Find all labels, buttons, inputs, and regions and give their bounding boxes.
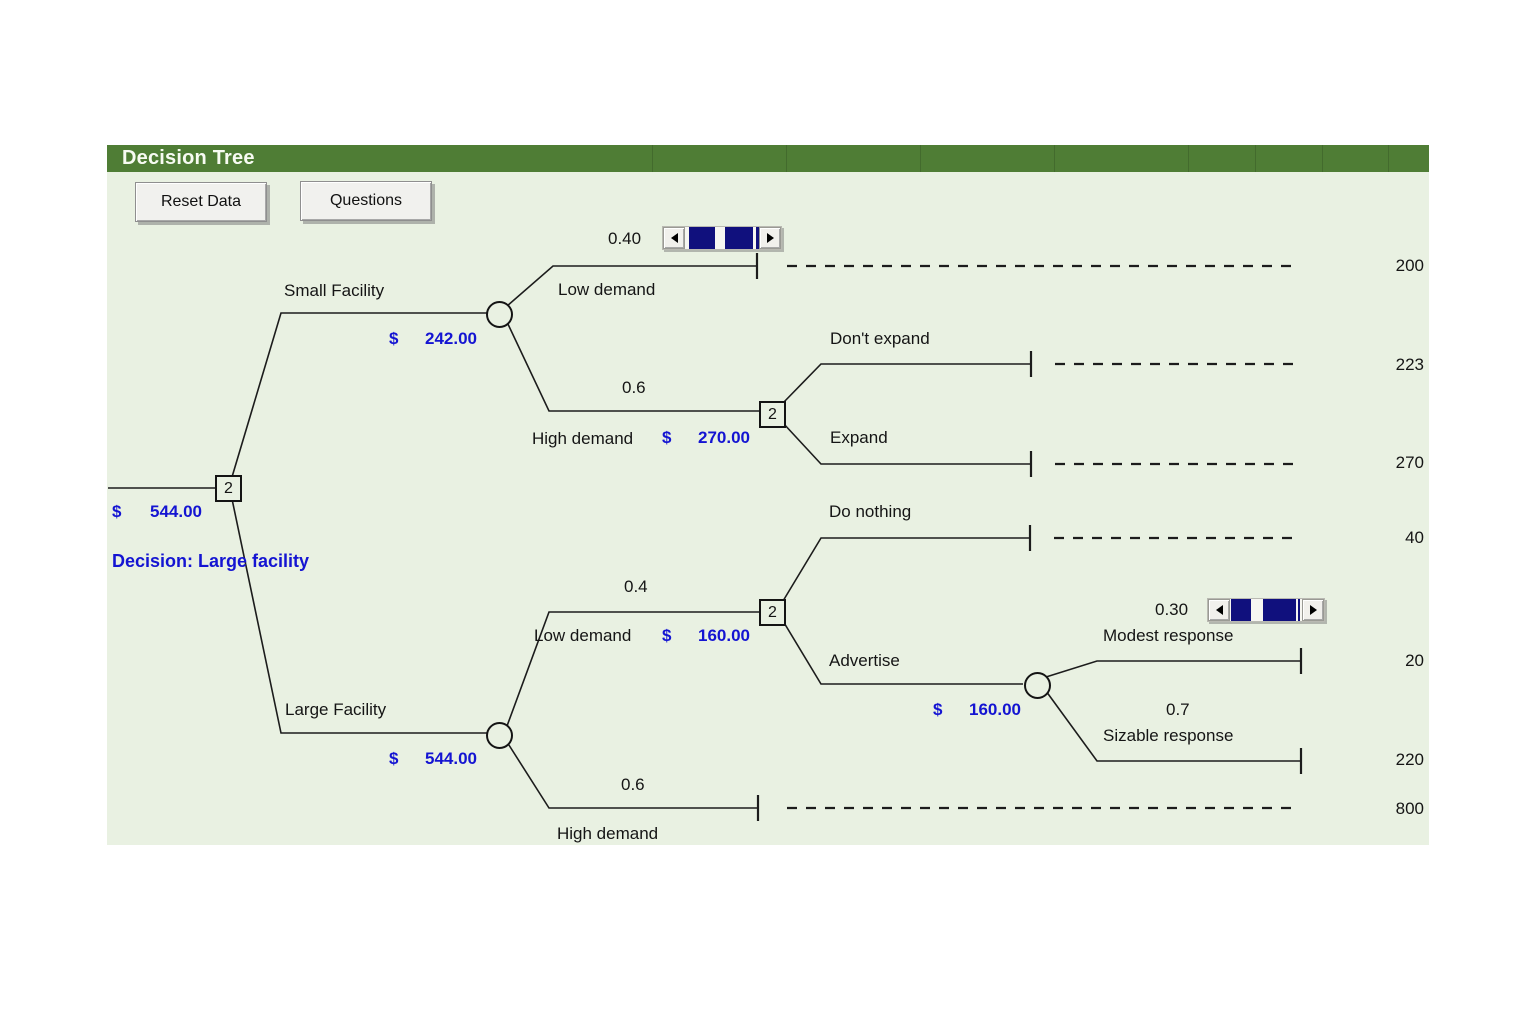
lf-low-demand-ev: $ 160.00 bbox=[662, 626, 750, 646]
sizable-probability: 0.7 bbox=[1166, 700, 1190, 719]
large-facility-ev: $ 544.00 bbox=[389, 749, 477, 769]
advertise-chance-node bbox=[1024, 672, 1051, 699]
page-title: Decision Tree bbox=[122, 147, 255, 169]
decision-node-symbol: 2 bbox=[224, 479, 233, 497]
decision-node-symbol: 2 bbox=[768, 603, 777, 621]
payoff-sizable: 220 bbox=[1395, 750, 1424, 769]
large-low-demand-line bbox=[506, 611, 759, 727]
ev-amount: 544.00 bbox=[150, 502, 202, 521]
small-facility-chance-node bbox=[486, 301, 513, 328]
grid-line bbox=[1054, 145, 1055, 172]
grid-line bbox=[652, 145, 653, 172]
grid-line bbox=[920, 145, 921, 172]
currency-sign: $ bbox=[662, 428, 672, 447]
payoff-dont-expand: 223 bbox=[1395, 355, 1424, 374]
right-arrow-icon bbox=[766, 233, 774, 243]
root-decision-node: 2 bbox=[215, 475, 242, 502]
scrollbar-left-arrow[interactable] bbox=[1208, 599, 1230, 621]
questions-button[interactable]: Questions bbox=[300, 181, 432, 221]
grid-line bbox=[1388, 145, 1389, 172]
response-decision-node: 2 bbox=[759, 599, 786, 626]
lf-high-probability: 0.6 bbox=[621, 775, 645, 794]
modest-probability: 0.30 bbox=[1155, 600, 1189, 619]
left-arrow-icon bbox=[1215, 605, 1223, 615]
scrollbar-mark bbox=[1298, 599, 1300, 621]
ev-amount: 544.00 bbox=[425, 749, 477, 768]
lf-low-demand-label: Low demand bbox=[534, 626, 632, 645]
ev-amount: 242.00 bbox=[425, 329, 477, 348]
expand-label: Expand bbox=[830, 428, 888, 447]
dont-expand-label: Don't expand bbox=[830, 329, 930, 348]
reset-data-button[interactable]: Reset Data bbox=[135, 182, 267, 222]
scrollbar-track[interactable] bbox=[685, 227, 759, 249]
modest-response-probability-scrollbar[interactable] bbox=[1207, 598, 1325, 622]
grid-line bbox=[1255, 145, 1256, 172]
ev-amount: 160.00 bbox=[969, 700, 1021, 719]
modest-response-label: Modest response bbox=[1103, 626, 1234, 645]
decision-note: Decision: Large facility bbox=[112, 551, 310, 571]
scrollbar-left-arrow[interactable] bbox=[663, 227, 685, 249]
scrollbar-thumb[interactable] bbox=[1231, 599, 1251, 621]
right-arrow-icon bbox=[1309, 605, 1317, 615]
modest-response-line bbox=[1045, 660, 1301, 678]
currency-sign: $ bbox=[662, 626, 672, 645]
scrollbar-thumb[interactable] bbox=[725, 227, 753, 249]
do-nothing-line bbox=[782, 537, 1030, 602]
currency-sign: $ bbox=[389, 749, 399, 768]
root-to-small-line bbox=[231, 312, 487, 478]
currency-sign: $ bbox=[389, 329, 399, 348]
sf-low-demand-label: Low demand bbox=[558, 280, 656, 299]
scrollbar-right-arrow[interactable] bbox=[1302, 599, 1324, 621]
scrollbar-mark bbox=[756, 227, 759, 249]
grid-line bbox=[786, 145, 787, 172]
sf-high-demand-label: High demand bbox=[532, 429, 634, 448]
large-facility-chance-node bbox=[486, 722, 513, 749]
payoff-expand: 270 bbox=[1395, 453, 1424, 472]
currency-sign: $ bbox=[112, 502, 122, 521]
scrollbar-thumb[interactable] bbox=[1263, 599, 1296, 621]
ev-amount: 160.00 bbox=[698, 626, 750, 645]
scrollbar-right-arrow[interactable] bbox=[759, 227, 781, 249]
small-low-demand-line bbox=[506, 265, 757, 307]
advertise-ev: $ 160.00 bbox=[933, 700, 1021, 720]
title-bar: Decision Tree bbox=[107, 145, 1429, 172]
do-nothing-label: Do nothing bbox=[829, 502, 912, 521]
grid-line bbox=[1322, 145, 1323, 172]
payoff-do-nothing: 40 bbox=[1405, 528, 1424, 547]
questions-label: Questions bbox=[329, 192, 403, 209]
worksheet-panel: Decision Tree bbox=[107, 145, 1429, 845]
scrollbar-thumb[interactable] bbox=[689, 227, 715, 249]
payoff-lf-high: 800 bbox=[1395, 799, 1424, 818]
sf-low-probability: 0.40 bbox=[608, 229, 642, 248]
large-high-demand-line bbox=[506, 741, 758, 809]
grid-line bbox=[1188, 145, 1189, 172]
small-facility-label: Small Facility bbox=[284, 281, 385, 300]
payoff-sf-low: 200 bbox=[1395, 256, 1424, 275]
root-to-large-line bbox=[231, 498, 487, 734]
lf-low-probability: 0.4 bbox=[624, 577, 648, 596]
advertise-line bbox=[782, 620, 1023, 685]
low-demand-probability-scrollbar[interactable] bbox=[662, 226, 782, 250]
sf-high-probability: 0.6 bbox=[622, 378, 646, 397]
left-arrow-icon bbox=[670, 233, 678, 243]
large-facility-label: Large Facility bbox=[285, 700, 387, 719]
small-high-demand-line bbox=[506, 321, 759, 412]
expand-line bbox=[782, 422, 1031, 465]
small-facility-ev: $ 242.00 bbox=[389, 329, 477, 349]
reset-data-label: Reset Data bbox=[160, 193, 242, 210]
ev-amount: 270.00 bbox=[698, 428, 750, 447]
sizable-response-label: Sizable response bbox=[1103, 726, 1234, 745]
sizable-response-line bbox=[1045, 690, 1301, 762]
payoff-modest: 20 bbox=[1405, 651, 1424, 670]
root-ev: $ 544.00 bbox=[112, 502, 202, 522]
sf-high-demand-ev: $ 270.00 bbox=[662, 428, 750, 448]
currency-sign: $ bbox=[933, 700, 943, 719]
lf-high-demand-label: High demand bbox=[557, 824, 659, 843]
dont-expand-line bbox=[782, 363, 1031, 404]
scrollbar-track[interactable] bbox=[1230, 599, 1302, 621]
advertise-label: Advertise bbox=[829, 651, 900, 670]
expand-decision-node: 2 bbox=[759, 401, 786, 428]
decision-node-symbol: 2 bbox=[768, 405, 777, 423]
